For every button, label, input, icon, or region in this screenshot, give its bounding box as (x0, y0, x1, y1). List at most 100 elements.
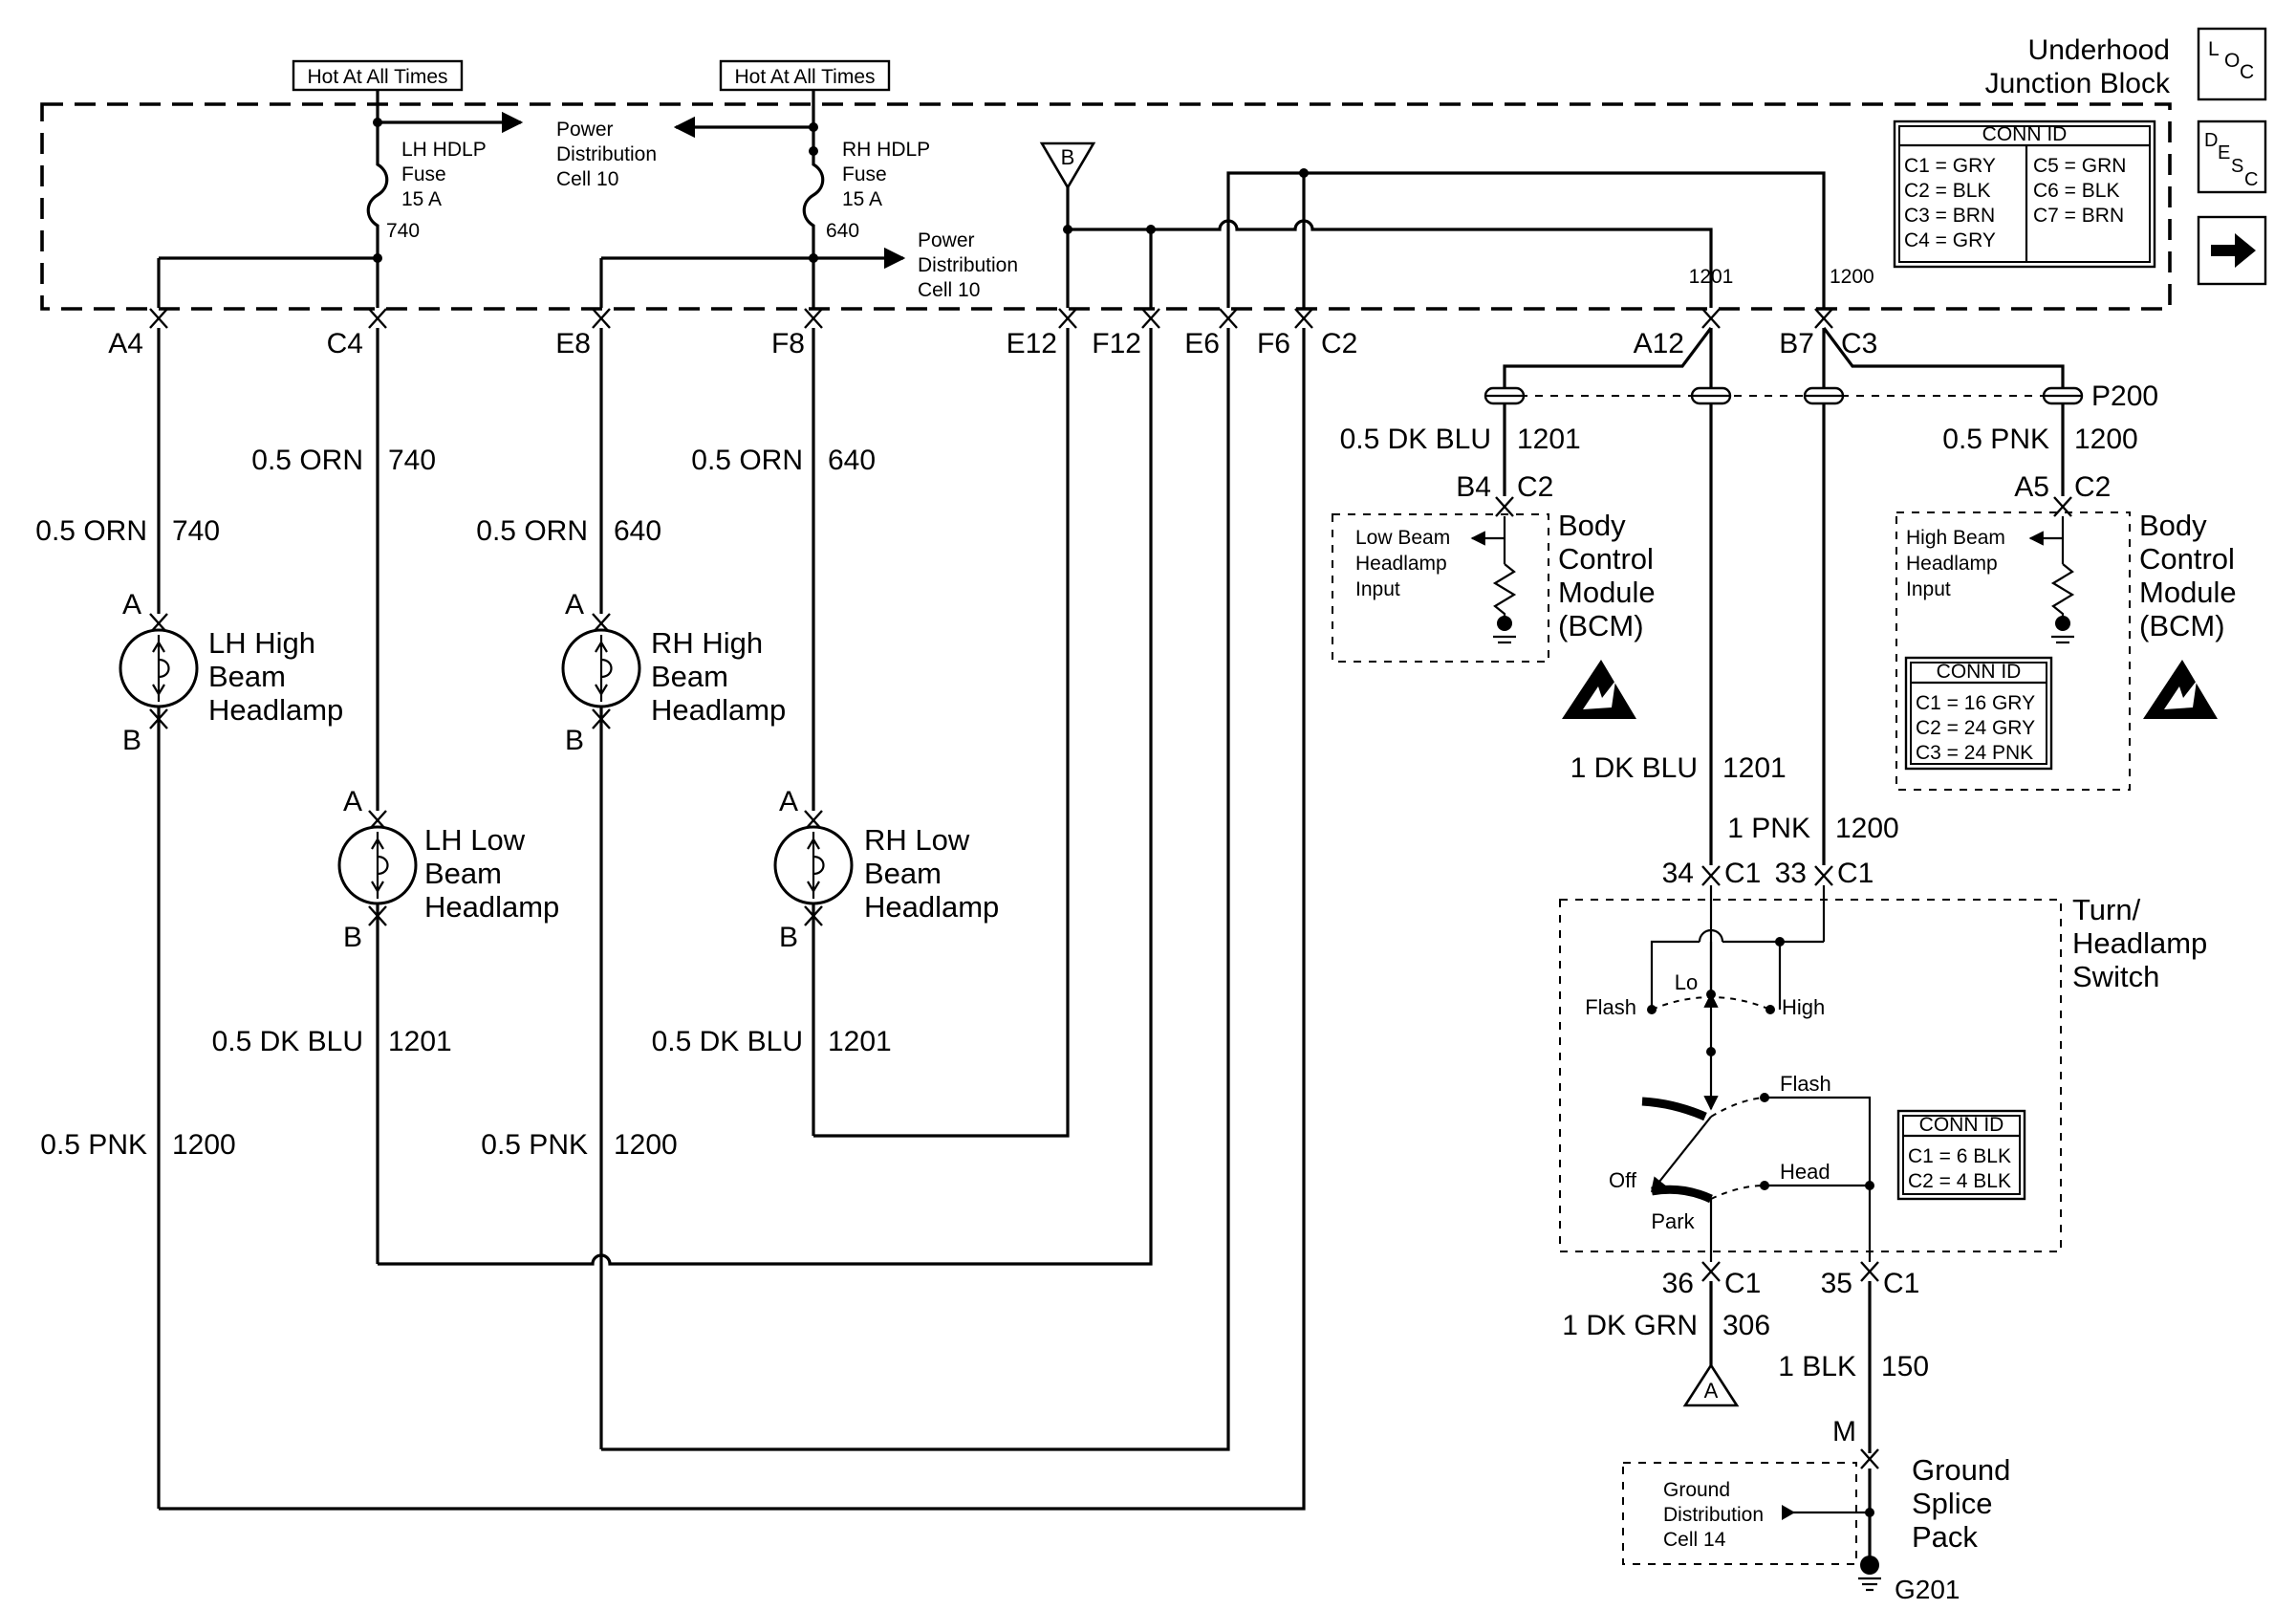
bcm-low-beam-input: B4 C2 Low Beam Headlamp Input Body Contr… (1332, 471, 1656, 719)
svg-text:Ground: Ground (1663, 1479, 1730, 1501)
pin-c2: C2 (1321, 328, 1357, 359)
svg-text:A: A (565, 589, 584, 620)
wire-sw34-circuit: 1201 (1722, 752, 1787, 784)
svg-text:A5: A5 (2014, 471, 2049, 503)
svg-text:33: 33 (1775, 858, 1807, 889)
svg-text:Flash: Flash (1780, 1072, 1831, 1096)
svg-text:Cell 10: Cell 10 (556, 168, 618, 190)
wire-f8-color: 0.5 ORN (691, 445, 803, 476)
esd-sensitive-icon (1562, 660, 1636, 719)
ujb-internal-bus: 1201 1200 (1063, 168, 1874, 308)
svg-text:C: C (2244, 169, 2258, 190)
pin-f6: F6 (1257, 328, 1290, 359)
svg-text:Hot At All Times: Hot At All Times (734, 66, 875, 88)
bcm-conn-id-table: CONN ID C1 = 16 GRY C2 = 24 GRY C3 = 24 … (1904, 656, 2053, 771)
underhood-junction-block-title-2: Junction Block (1985, 68, 2171, 99)
svg-text:High: High (1782, 995, 1825, 1019)
ujb-circuit-1201: 1201 (1689, 266, 1734, 288)
wire-bcm-hi-color: 0.5 PNK (1942, 424, 2049, 455)
wire-bcm-hi-circuit: 1200 (2074, 424, 2138, 455)
pin-b7: B7 (1779, 328, 1814, 359)
svg-text:Control: Control (1558, 542, 1654, 576)
wire-rhlo-b-color: 0.5 DK BLU (652, 1026, 803, 1057)
description-icon[interactable]: D E S C (2197, 120, 2267, 194)
svg-text:B: B (565, 725, 584, 756)
svg-text:Pack: Pack (1912, 1520, 1978, 1554)
pin-a12: A12 (1634, 328, 1684, 359)
wire-e8-color: 0.5 ORN (476, 515, 588, 547)
wire-lhhi-b-color: 0.5 PNK (40, 1129, 147, 1161)
bcm-high-beam-input: A5 C2 High Beam Headlamp Input CONN ID C… (1895, 471, 2237, 791)
svg-text:Cell 14: Cell 14 (1663, 1529, 1726, 1551)
lh-high-beam-headlamp: A B LH High Beam Headlamp (119, 589, 343, 756)
rh-hdlp-fuse: RH HDLP Fuse 15 A 640 (599, 90, 930, 308)
svg-text:Distribution: Distribution (1663, 1504, 1764, 1526)
location-icon[interactable]: L O C (2197, 27, 2267, 101)
svg-text:Power: Power (918, 229, 975, 251)
ground-splice-pack: M Ground Distribution Cell 14 Ground Spl… (1622, 1416, 2010, 1604)
svg-text:B: B (1061, 145, 1075, 169)
pin-e8: E8 (555, 328, 591, 359)
svg-text:RH Low: RH Low (864, 823, 970, 857)
ujb-conn-c5: C5 = GRN (2033, 155, 2126, 177)
svg-text:Headlamp: Headlamp (208, 693, 343, 727)
reference-b-triangle: B (1039, 141, 1096, 190)
lh-fuse-label-1: LH HDLP (401, 139, 487, 161)
harness-wires (157, 328, 1306, 1511)
underhood-junction-block-title-1: Underhood (2028, 34, 2170, 66)
wire-sw35-color: 1 BLK (1778, 1351, 1856, 1382)
svg-text:Park: Park (1651, 1209, 1695, 1233)
wire-sw33-circuit: 1200 (1835, 813, 1899, 844)
svg-text:A: A (343, 786, 362, 817)
svg-text:A: A (1704, 1379, 1719, 1403)
svg-text:Flash: Flash (1585, 995, 1636, 1019)
wire-rhhi-b-circuit: 1200 (614, 1129, 678, 1161)
p200-connector-3 (1803, 386, 1845, 405)
svg-text:Headlamp: Headlamp (1906, 553, 1998, 575)
wire-sw34-color: 1 DK BLU (1570, 752, 1698, 784)
svg-text:Switch: Switch (2072, 960, 2159, 993)
wire-sw33-color: 1 PNK (1727, 813, 1810, 844)
svg-text:35: 35 (1821, 1268, 1852, 1299)
svg-text:C1 = 16 GRY: C1 = 16 GRY (1916, 692, 2035, 714)
svg-text:34: 34 (1662, 858, 1694, 889)
svg-text:Splice: Splice (1912, 1487, 1992, 1520)
svg-text:CONN ID: CONN ID (1919, 1114, 2004, 1136)
svg-text:Module: Module (2139, 576, 2237, 609)
wire-lhlo-b-circuit: 1201 (388, 1026, 452, 1057)
pin-c4: C4 (327, 328, 363, 359)
next-page-arrow-icon[interactable] (2197, 215, 2267, 286)
wire-labels: 0.5 ORN 740 0.5 ORN 740 0.5 ORN 640 0.5 … (35, 445, 891, 1161)
wire-c4-color: 0.5 ORN (251, 445, 363, 476)
wire-rhhi-b-color: 0.5 PNK (481, 1129, 588, 1161)
p200-connector-1 (1484, 386, 1526, 405)
ujb-conn-c3: C3 = BRN (1904, 205, 1995, 227)
pin-a4: A4 (108, 328, 143, 359)
svg-text:Input: Input (1355, 578, 1400, 600)
svg-text:O: O (2224, 50, 2240, 72)
svg-text:M: M (1832, 1416, 1856, 1447)
svg-text:C1 = 6 BLK: C1 = 6 BLK (1908, 1145, 2011, 1167)
power-distribution-ref-1: Power Distribution Cell 10 (556, 119, 657, 190)
pin-f8: F8 (771, 328, 805, 359)
svg-text:Distribution: Distribution (918, 254, 1018, 276)
svg-text:LH Low: LH Low (424, 823, 526, 857)
wire-c4-circuit: 740 (388, 445, 436, 476)
ujb-conn-c6: C6 = BLK (2033, 180, 2119, 202)
svg-text:Off: Off (1609, 1168, 1637, 1192)
svg-text:Body: Body (1558, 509, 1626, 542)
pin-e6: E6 (1184, 328, 1220, 359)
svg-text:(BCM): (BCM) (2139, 609, 2225, 642)
wire-lhlo-b-color: 0.5 DK BLU (212, 1026, 363, 1057)
rh-fuse-circuit: 640 (826, 220, 859, 242)
svg-text:Module: Module (1558, 576, 1656, 609)
svg-text:Beam: Beam (651, 660, 728, 693)
svg-text:B4: B4 (1456, 471, 1491, 503)
svg-text:Lo: Lo (1675, 970, 1698, 994)
wire-bcm-lo-color: 0.5 DK BLU (1340, 424, 1491, 455)
svg-text:C1: C1 (1724, 1268, 1761, 1299)
switch-conn-id-table: CONN ID C1 = 6 BLK C2 = 4 BLK (1896, 1109, 2026, 1201)
svg-text:B: B (343, 922, 362, 953)
wire-sw35-circuit: 150 (1881, 1351, 1929, 1382)
